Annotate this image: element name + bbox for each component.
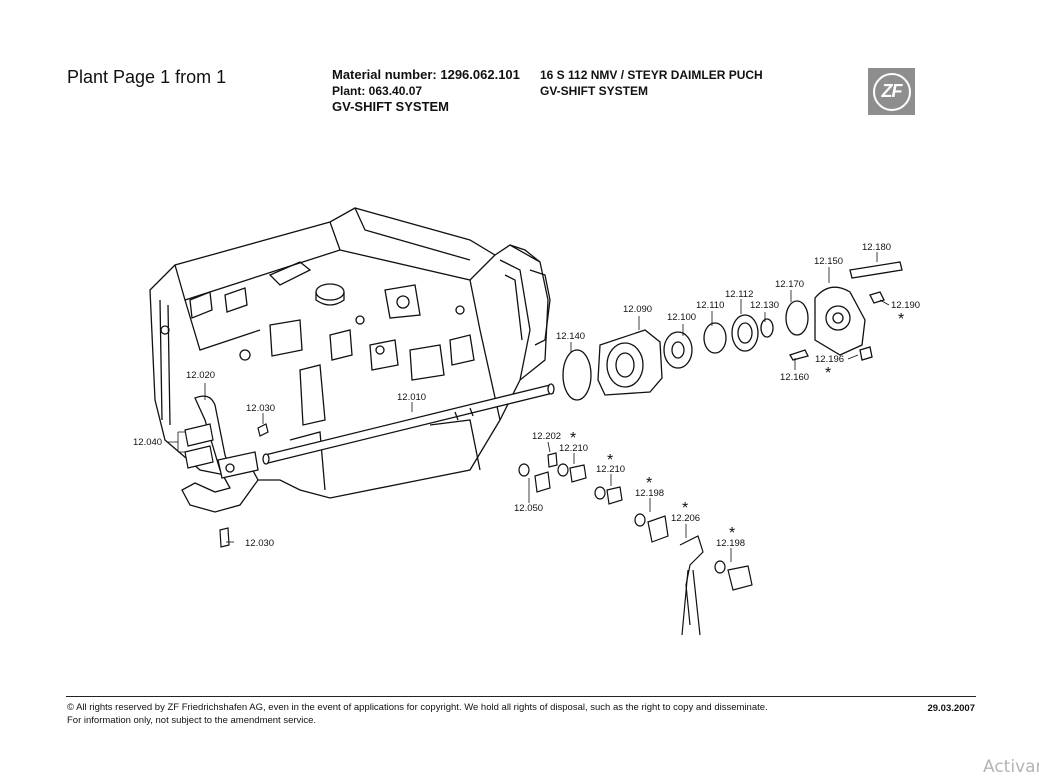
system-name: GV-SHIFT SYSTEM bbox=[332, 99, 450, 114]
asterisk: * bbox=[682, 500, 688, 517]
footer-date: 29.03.2007 bbox=[927, 703, 975, 714]
part-label: 12.130 bbox=[750, 300, 779, 311]
activation-watermark: Activar bbox=[983, 757, 1039, 777]
model-name: 16 S 112 NMV / STEYR DAIMLER PUCH bbox=[540, 68, 763, 82]
part-label: 12.198 bbox=[716, 538, 745, 549]
part-label: 12.210 bbox=[596, 464, 625, 475]
fork-hardware bbox=[184, 423, 269, 548]
part-label: 12.110 bbox=[696, 300, 724, 311]
seal-12110 bbox=[703, 322, 727, 354]
footer-rule bbox=[66, 696, 976, 697]
model-system-name: GV-SHIFT SYSTEM bbox=[540, 84, 649, 98]
part-label: 12.198 bbox=[635, 488, 664, 499]
footer-info: For information only, not subject to the… bbox=[67, 715, 317, 726]
asterisk: * bbox=[646, 475, 652, 492]
o-ring-12140 bbox=[562, 349, 592, 401]
part-label: 12.170 bbox=[775, 279, 804, 290]
leader-lines bbox=[168, 252, 890, 562]
part-labels: 12.020 12.030 12.040 12.010 12.050 12.03… bbox=[133, 242, 920, 549]
part-label: 12.010 bbox=[397, 392, 426, 403]
footer-copyright: © All rights reserved by ZF Friedrichsha… bbox=[67, 702, 768, 713]
plant-number: Plant: 063.40.07 bbox=[332, 84, 423, 98]
shift-rod bbox=[262, 383, 555, 465]
part-label: 12.206 bbox=[671, 513, 700, 524]
page-title: Plant Page 1 from 1 bbox=[67, 67, 227, 87]
asterisk: * bbox=[825, 365, 831, 382]
part-label: 12.180 bbox=[862, 242, 891, 253]
part-label: 12.202 bbox=[532, 431, 561, 442]
bolt-12180 bbox=[849, 261, 903, 279]
part-label: 12.040 bbox=[133, 437, 162, 448]
part-label: 12.190 bbox=[891, 300, 920, 311]
part-label: 12.160 bbox=[780, 372, 809, 383]
part-label: 12.196 bbox=[815, 354, 844, 365]
part-label: 12.140 bbox=[556, 331, 585, 342]
part-label: 12.150 bbox=[814, 256, 843, 267]
washer-12130 bbox=[760, 318, 774, 338]
part-label: 12.100 bbox=[667, 312, 696, 323]
o-ring-12170 bbox=[785, 300, 809, 336]
asterisk-marks: * * * * * * * bbox=[570, 311, 904, 542]
shift-fork bbox=[181, 395, 259, 513]
zf-logo-ring: ZF bbox=[872, 72, 911, 111]
part-label: 12.030 bbox=[246, 403, 275, 414]
part-label: 12.050 bbox=[514, 503, 543, 514]
zf-logo-text: ZF bbox=[881, 81, 903, 101]
part-label: 12.210 bbox=[559, 443, 588, 454]
zf-logo: ZF bbox=[868, 68, 915, 115]
bracket-12196 bbox=[859, 346, 873, 361]
part-label: 12.090 bbox=[623, 304, 652, 315]
asterisk: * bbox=[729, 525, 735, 542]
part-label: 12.112 bbox=[725, 289, 753, 300]
part-label: 12.030 bbox=[245, 538, 274, 549]
clip-12160 bbox=[789, 349, 809, 361]
part-label: 12.020 bbox=[186, 370, 215, 381]
asterisk: * bbox=[570, 430, 576, 447]
asterisk: * bbox=[898, 311, 904, 328]
asterisk: * bbox=[607, 452, 613, 469]
switch-components bbox=[518, 452, 753, 636]
right-side-components bbox=[562, 261, 903, 401]
material-number: Material number: 1296.062.101 bbox=[332, 67, 520, 82]
